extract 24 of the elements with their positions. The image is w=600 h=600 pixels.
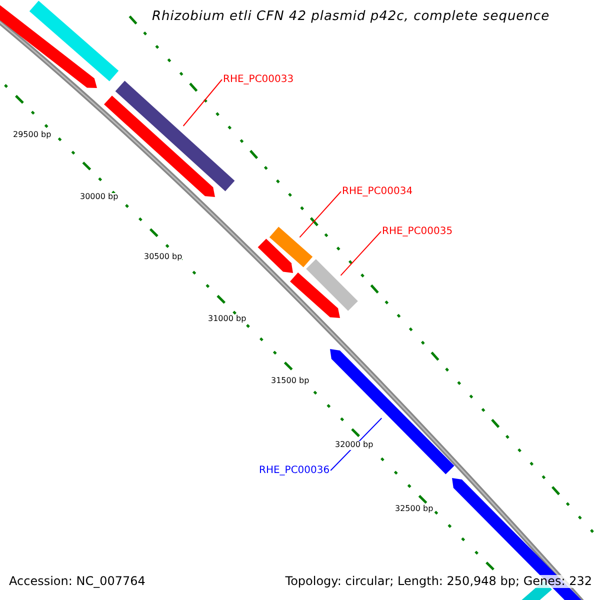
gene-bar [290, 272, 340, 318]
gene-bar [330, 349, 454, 474]
gene-bar [258, 238, 293, 273]
position-label: 30500 bp [144, 253, 182, 262]
leader-line [299, 191, 342, 238]
gene-bar [306, 259, 358, 311]
position-label: 29500 bp [13, 131, 52, 140]
gene-label: RHE_PC00036 [259, 465, 330, 476]
position-label: 31500 bp [271, 377, 310, 386]
gene-bar [269, 226, 313, 268]
accession-text: Accession: NC_007764 [9, 575, 146, 588]
gene-bar [0, 3, 97, 88]
position-label: 30000 bp [80, 193, 118, 202]
gene-label: RHE_PC00035 [382, 226, 453, 237]
position-label: 32500 bp [395, 505, 434, 514]
gene-label: RHE_PC00033 [223, 74, 294, 85]
gene-label: RHE_PC00034 [342, 186, 413, 197]
title: Rhizobium etli CFN 42 plasmid p42c, complete sequence [152, 10, 550, 24]
position-label: 31000 bp [208, 315, 246, 324]
position-label: 32000 bp [335, 441, 374, 450]
leader-line [182, 79, 222, 126]
leader-line [340, 231, 382, 276]
summary-text: Topology: circular; Length: 250,948 bp; Genes: 232 [285, 575, 592, 588]
gene-bar [29, 0, 119, 82]
